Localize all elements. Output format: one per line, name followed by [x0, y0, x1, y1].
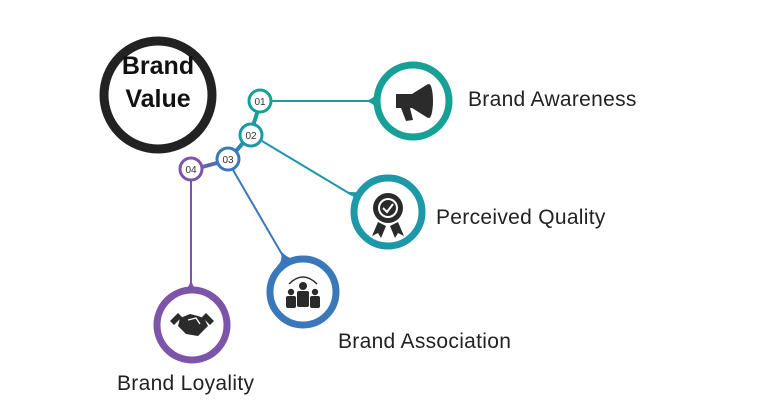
label-brand-loyalty: Brand Loyality: [117, 372, 255, 395]
team-icon: [286, 276, 320, 308]
node-02: 02: [238, 122, 264, 148]
label-brand-awareness: Brand Awareness: [468, 88, 637, 111]
node-04: 04: [178, 156, 204, 182]
label-brand-association: Brand Association: [338, 330, 512, 353]
pin-brand-association: [266, 250, 340, 329]
label-perceived-quality: Perceived Quality: [436, 206, 606, 229]
handshake-icon: [170, 313, 214, 336]
spine-03-04: [201, 161, 218, 169]
center-title: Brand Value: [100, 50, 216, 116]
node-01-label: 01: [254, 97, 266, 108]
center-title-line2: Value: [125, 85, 191, 113]
node-02-label: 02: [245, 131, 257, 142]
node-03-label: 03: [222, 155, 234, 166]
megaphone-icon: [396, 84, 433, 121]
connector-03: [232, 169, 284, 257]
brand-value-circle: [99, 36, 217, 154]
award-badge-icon: [372, 193, 404, 238]
connector-02: [261, 140, 353, 196]
spine-02-03: [234, 141, 245, 153]
node-01: 01: [247, 88, 273, 114]
center-title-line1: Brand: [121, 52, 195, 80]
node-04-label: 04: [185, 165, 197, 176]
node-03: 03: [215, 146, 241, 172]
